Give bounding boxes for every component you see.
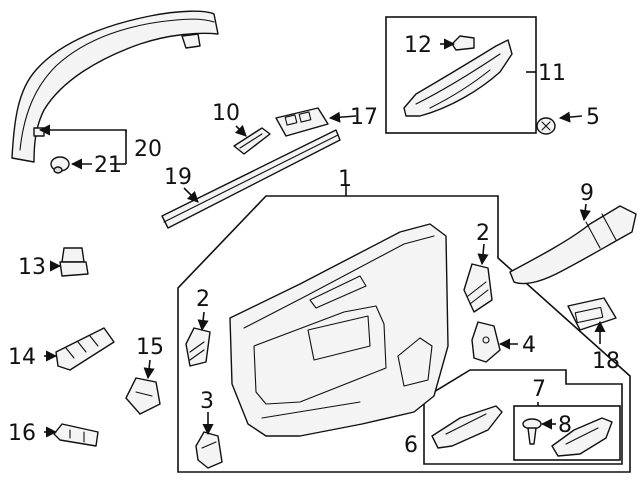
clip-part: [50, 156, 70, 174]
courtesy-lamp-part: [567, 297, 617, 331]
pillar-garnish-part: [11, 10, 219, 163]
callout-2-right: 2: [476, 221, 490, 246]
door-panel-assembly-box: [177, 195, 631, 473]
inner-handle-group-box: [385, 16, 537, 134]
screw-part: [536, 117, 556, 135]
bracket-part-4: [471, 321, 501, 363]
handle-subgroup-box: [513, 405, 621, 461]
callout-8: 8: [558, 413, 572, 438]
callout-1: 1: [338, 167, 352, 192]
leader-lines: [38, 38, 606, 438]
callout-19: 19: [164, 165, 192, 190]
handle-cover-part: [551, 417, 613, 457]
callout-12: 12: [404, 33, 432, 58]
switch-part-13: [59, 247, 89, 277]
callout-2-left: 2: [196, 287, 210, 312]
callout-21: 21: [94, 153, 122, 178]
armrest-trim-part: [509, 205, 637, 285]
door-handle-part: [431, 405, 503, 449]
bracket-part-left: [185, 327, 211, 367]
cap-part: [451, 35, 475, 51]
callout-5: 5: [586, 105, 600, 130]
door-trim-panel-part: [229, 223, 449, 437]
callout-17: 17: [350, 105, 378, 130]
callout-4: 4: [522, 333, 536, 358]
inner-handle-housing-part: [403, 39, 513, 117]
callout-15: 15: [136, 335, 164, 360]
window-switch-part: [275, 107, 329, 137]
callout-18: 18: [592, 349, 620, 374]
callout-10: 10: [212, 101, 240, 126]
callout-20: 20: [134, 137, 162, 162]
switch-part-15: [125, 377, 161, 415]
belt-weatherstrip-part: [161, 129, 341, 229]
callout-13: 13: [18, 255, 46, 280]
switch-part-16: [53, 423, 99, 447]
callout-11: 11: [538, 61, 566, 86]
callout-7: 7: [532, 377, 546, 402]
callout-6: 6: [404, 433, 418, 458]
push-pin-part: [522, 418, 542, 445]
bracket-part-right: [463, 263, 493, 313]
callout-3: 3: [200, 389, 214, 414]
handle-group-box: [423, 369, 623, 465]
bracket-part-3: [195, 431, 223, 469]
master-switch-part: [55, 327, 115, 371]
bezel-part: [233, 127, 271, 155]
callout-16: 16: [8, 421, 36, 446]
callout-9: 9: [580, 181, 594, 206]
callout-14: 14: [8, 345, 36, 370]
